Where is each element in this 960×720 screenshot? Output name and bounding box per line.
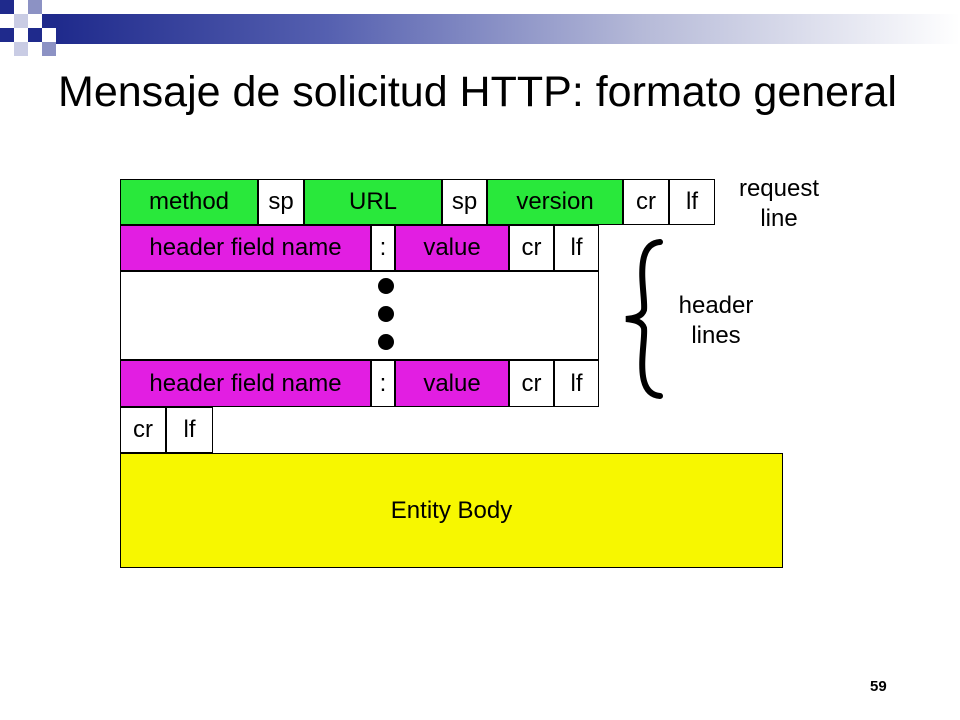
entity-body: Entity Body xyxy=(120,453,783,568)
header-field-name: header field name xyxy=(120,225,371,271)
ellipsis-dot xyxy=(378,334,394,350)
decor-square xyxy=(0,28,14,42)
title-gradient-bar xyxy=(56,14,960,44)
lf-field: lf xyxy=(554,225,599,271)
colon-field: : xyxy=(371,225,395,271)
ellipsis-dot xyxy=(378,306,394,322)
cr-field: cr xyxy=(623,179,669,225)
more-headers-region xyxy=(120,271,599,360)
cr-field: cr xyxy=(509,225,554,271)
header-lines-label: header lines xyxy=(678,292,754,349)
version-field: version xyxy=(487,179,623,225)
header-value-field: value xyxy=(395,225,509,271)
sp-field: sp xyxy=(258,179,304,225)
lf-field: lf xyxy=(166,407,213,453)
curly-brace-icon xyxy=(625,239,663,399)
sp-field: sp xyxy=(442,179,487,225)
ellipsis-dot xyxy=(378,278,394,294)
cr-field: cr xyxy=(509,360,554,407)
decor-square xyxy=(28,0,42,14)
header-value-field: value xyxy=(395,360,509,407)
slide-title: Mensaje de solicitud HTTP: formato gener… xyxy=(58,68,897,116)
method-field: method xyxy=(120,179,258,225)
url-field: URL xyxy=(304,179,442,225)
lf-field: lf xyxy=(669,179,715,225)
request-line-label: request line xyxy=(738,175,820,232)
decor-square xyxy=(42,14,56,28)
decor-square xyxy=(42,42,56,56)
decor-square xyxy=(14,42,28,56)
decor-square xyxy=(14,14,28,28)
decor-square xyxy=(0,0,14,14)
cr-field: cr xyxy=(120,407,166,453)
header-field-name: header field name xyxy=(120,360,371,407)
decor-square xyxy=(28,28,42,42)
page-number: 59 xyxy=(870,678,887,695)
lf-field: lf xyxy=(554,360,599,407)
colon-field: : xyxy=(371,360,395,407)
